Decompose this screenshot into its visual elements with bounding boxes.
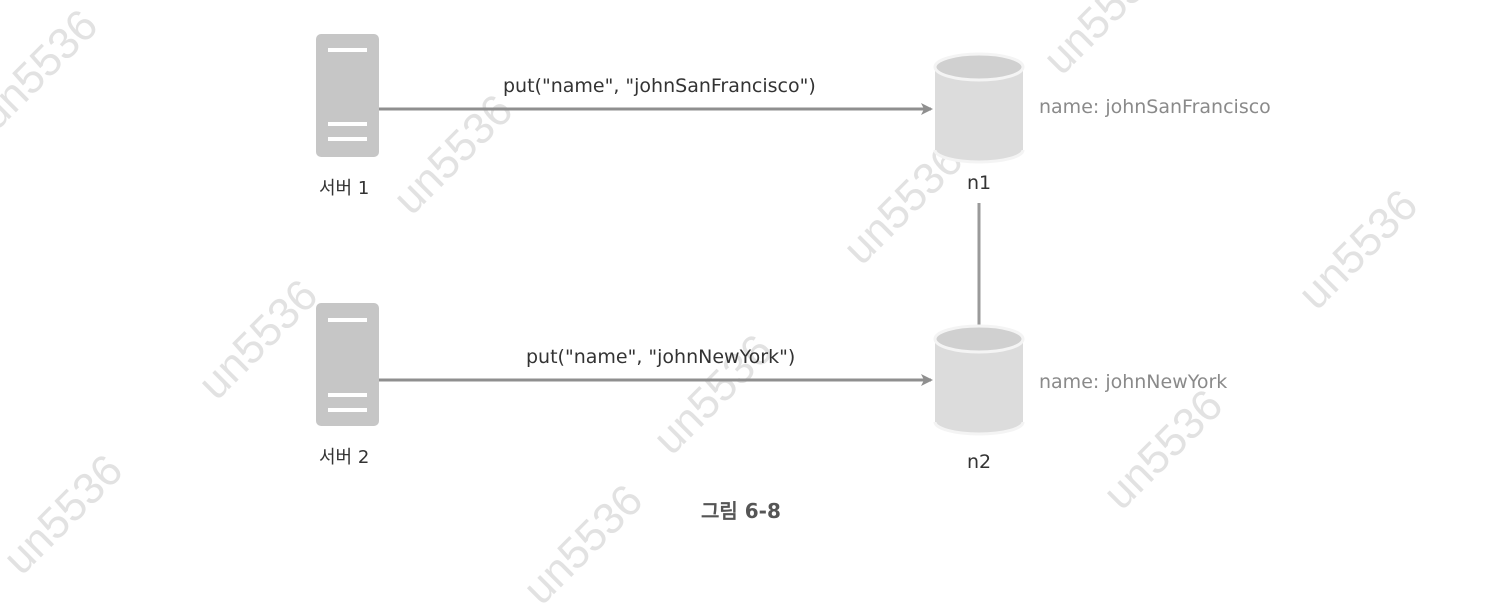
server-1-label: 서버 1 [319, 178, 370, 199]
server-2-icon [316, 303, 379, 426]
diagram-graphics [316, 34, 1025, 436]
node-n1-label: n1 [967, 172, 992, 194]
diagram-canvas: un5536 un5536 un5536 un5536 un5536 un553… [0, 0, 1427, 614]
database-n1-icon [933, 52, 1025, 164]
server-1-icon [316, 34, 379, 157]
request-label-1: put("name", "johnSanFrancisco") [503, 75, 816, 97]
request-label-2: put("name", "johnNewYork") [526, 346, 796, 368]
node-n1-value: name: johnSanFrancisco [1039, 96, 1271, 118]
database-n2-icon [933, 324, 1025, 436]
node-n2-value: name: johnNewYork [1039, 371, 1228, 393]
server-2-label: 서버 2 [319, 447, 370, 468]
figure-caption: 그림 6-8 [701, 499, 781, 523]
node-n2-label: n2 [967, 451, 992, 473]
